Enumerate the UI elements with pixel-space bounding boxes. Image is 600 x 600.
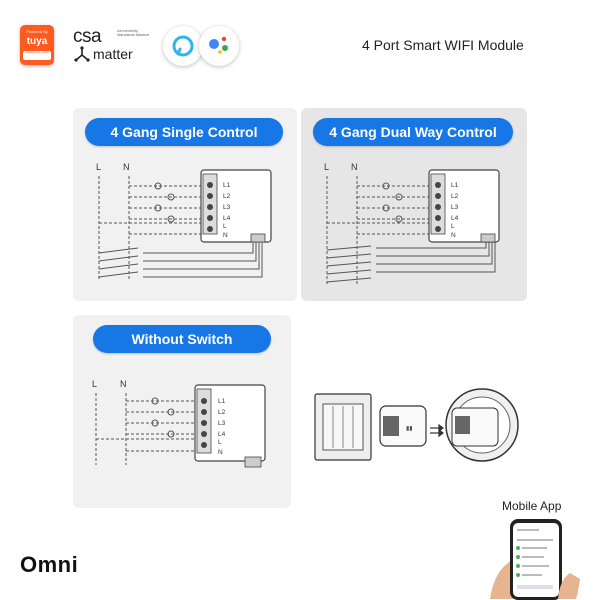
- terminal-l2: L2: [218, 409, 226, 416]
- matter-icon: [74, 46, 90, 62]
- terminal-n: N: [451, 232, 456, 239]
- assistant-logos: [163, 26, 241, 68]
- google-assistant-icon: [199, 26, 239, 66]
- csa-matter-logo: csa connectivity standards alliance matt…: [73, 26, 153, 66]
- terminal-l2: L2: [451, 193, 459, 200]
- wall-box-icon: [445, 388, 519, 462]
- terminal-l1: L1: [218, 398, 226, 405]
- terminal-l1: L1: [451, 182, 459, 189]
- mobile-app-illustration: [490, 519, 580, 600]
- panel-single-control: 4 Gang Single Control L N L1 L2 L: [73, 108, 297, 301]
- csa-tagline: connectivity standards alliance: [117, 28, 150, 37]
- mobile-app-label: Mobile App: [502, 499, 562, 513]
- terminal-n: N: [218, 449, 223, 456]
- tuya-powered-by: Powered By: [26, 29, 48, 34]
- panel-title: 4 Gang Dual Way Control: [313, 118, 513, 146]
- product-title: 4 Port Smart WIFI Module: [362, 37, 524, 53]
- module-icon: ▮▮: [379, 405, 427, 447]
- terminal-n: N: [223, 232, 228, 239]
- wall-switch-icon: [314, 393, 372, 461]
- wiring-diagram: L N L1 L2 L3 L4 L N: [324, 162, 500, 286]
- installation-illustration: ▮▮: [314, 388, 519, 462]
- alexa-icon: [163, 26, 203, 66]
- terminal-l4: L4: [218, 431, 226, 438]
- csa-mark: csa: [73, 26, 102, 47]
- panel-title: Without Switch: [93, 325, 271, 353]
- module-body: [194, 384, 266, 462]
- terminal-l: L: [223, 223, 227, 230]
- panel-title: 4 Gang Single Control: [85, 118, 283, 146]
- panel-without-switch: Without Switch L N L1 L2 L3 L4 L N: [73, 315, 291, 508]
- tuya-logo: Powered By tuya Intelligence Inside: [20, 25, 54, 65]
- terminal-l4: L4: [451, 215, 459, 222]
- module-body: [200, 169, 272, 243]
- terminal-l3: L3: [218, 420, 226, 427]
- terminal-l1: L1: [223, 182, 231, 189]
- wire-label-l: L: [92, 379, 97, 389]
- terminal-l: L: [451, 223, 455, 230]
- omni-logo: Omni: [20, 552, 79, 577]
- terminal-l3: L3: [223, 204, 231, 211]
- terminal-l2: L2: [223, 193, 231, 200]
- module-body: [428, 169, 500, 243]
- tuya-intelligence: Intelligence Inside: [23, 51, 51, 60]
- terminal-l4: L4: [223, 215, 231, 222]
- wire-label-n: N: [120, 379, 127, 389]
- matter-label: matter: [93, 46, 133, 62]
- wiring-diagram: L N L1 L2 L3 L4 L N: [92, 379, 266, 468]
- terminal-l3: L3: [451, 204, 459, 211]
- wire-label-n: N: [123, 162, 130, 172]
- terminal-l: L: [218, 439, 222, 446]
- wire-label-n: N: [351, 162, 358, 172]
- svg-text:▮▮: ▮▮: [406, 426, 413, 432]
- wire-label-l: L: [324, 162, 329, 172]
- tuya-brand: tuya: [26, 36, 48, 47]
- panel-dual-way-control: 4 Gang Dual Way Control L N L1 L: [301, 108, 527, 301]
- wire-label-l: L: [96, 162, 101, 172]
- wiring-diagram: L N L1 L2 L3 L4 L N: [96, 162, 272, 280]
